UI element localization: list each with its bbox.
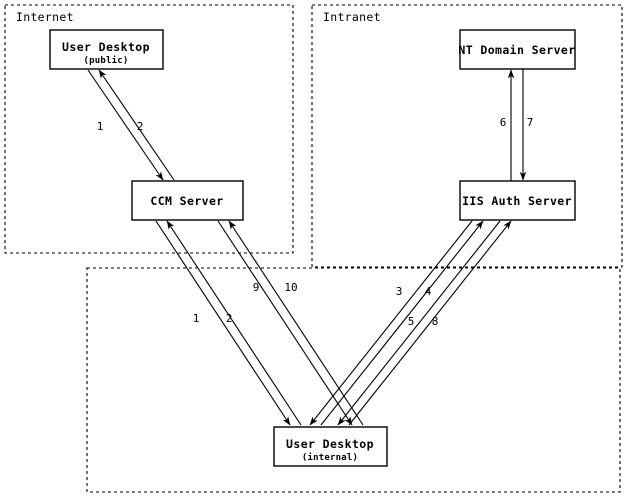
flow-line-1-public-to-ccm bbox=[87, 69, 164, 181]
node-label-user-desktop-public: User Desktop bbox=[62, 40, 150, 54]
flow-group-iis-internal-34 bbox=[309, 220, 484, 426]
flow-line-1-ccm-to-internal bbox=[155, 220, 291, 426]
node-label-ccm-server: CCM Server bbox=[150, 194, 223, 208]
flow-line-8-internal-to-iis bbox=[348, 220, 512, 426]
flow-line-9-ccm-to-internal bbox=[217, 220, 353, 426]
node-box-user-desktop-internal[interactable] bbox=[273, 426, 388, 467]
zone-internal-lan-boundary bbox=[86, 267, 621, 493]
node-box-user-desktop-public[interactable] bbox=[49, 29, 164, 70]
step-label-5-iis-internal: 5 bbox=[408, 315, 415, 328]
step-label-1-ccm-internal: 1 bbox=[193, 312, 200, 325]
step-label-2-public-ccm: 2 bbox=[137, 120, 144, 133]
flow-line-5-iis-to-internal bbox=[337, 220, 501, 426]
node-box-ccm-server[interactable] bbox=[131, 180, 244, 221]
flow-line-4-internal-to-iis bbox=[320, 220, 484, 426]
step-label-2-ccm-internal: 2 bbox=[226, 312, 233, 325]
step-label-9-ccm-internal: 9 bbox=[253, 281, 260, 294]
flow-group-iis-nt bbox=[507, 69, 527, 181]
step-label-4-iis-internal: 4 bbox=[425, 285, 432, 298]
node-sublabel-user-desktop-internal: (internal) bbox=[302, 452, 358, 463]
node-boxes bbox=[49, 29, 576, 467]
flow-line-2-internal-to-ccm bbox=[166, 220, 302, 426]
step-labels: 1 2 1 2 3 4 5 6 7 8 9 10 bbox=[97, 116, 534, 328]
step-label-1-public-ccm: 1 bbox=[97, 120, 104, 133]
flow-group-ccm-internal-12 bbox=[155, 220, 302, 426]
zone-intranet-boundary bbox=[311, 4, 623, 268]
node-sublabel-user-desktop-public: (public) bbox=[84, 55, 129, 66]
node-labels: User Desktop (public) CCM Server NT Doma… bbox=[62, 40, 575, 463]
flow-group-public-ccm bbox=[87, 69, 175, 181]
node-box-iis-auth-server[interactable] bbox=[459, 180, 576, 221]
zone-internet-boundary bbox=[4, 4, 294, 254]
step-label-6-iis-nt: 6 bbox=[500, 116, 507, 129]
step-label-3-iis-internal: 3 bbox=[396, 285, 403, 298]
step-label-8-iis-internal: 8 bbox=[432, 315, 439, 328]
zone-label-internet: Internet bbox=[16, 10, 74, 24]
flow-line-10-internal-to-ccm bbox=[228, 220, 364, 426]
flow-line-2-ccm-to-public bbox=[98, 69, 175, 181]
node-box-nt-domain-server[interactable] bbox=[459, 29, 576, 70]
node-label-user-desktop-internal: User Desktop bbox=[286, 437, 374, 451]
node-label-iis-auth-server: IIS Auth Server bbox=[462, 194, 572, 208]
zone-label-intranet: Intranet bbox=[323, 10, 381, 24]
zone-labels: Internet Intranet bbox=[16, 10, 381, 24]
zone-boundaries bbox=[4, 4, 623, 493]
flow-line-3-iis-to-internal bbox=[309, 220, 473, 426]
flow-group-iis-internal-58 bbox=[337, 220, 512, 426]
flow-group-ccm-internal-910 bbox=[217, 220, 364, 426]
node-label-nt-domain-server: NT Domain Server bbox=[458, 43, 575, 57]
step-label-10-ccm-internal: 10 bbox=[284, 281, 297, 294]
step-label-7-nt-iis: 7 bbox=[527, 116, 534, 129]
